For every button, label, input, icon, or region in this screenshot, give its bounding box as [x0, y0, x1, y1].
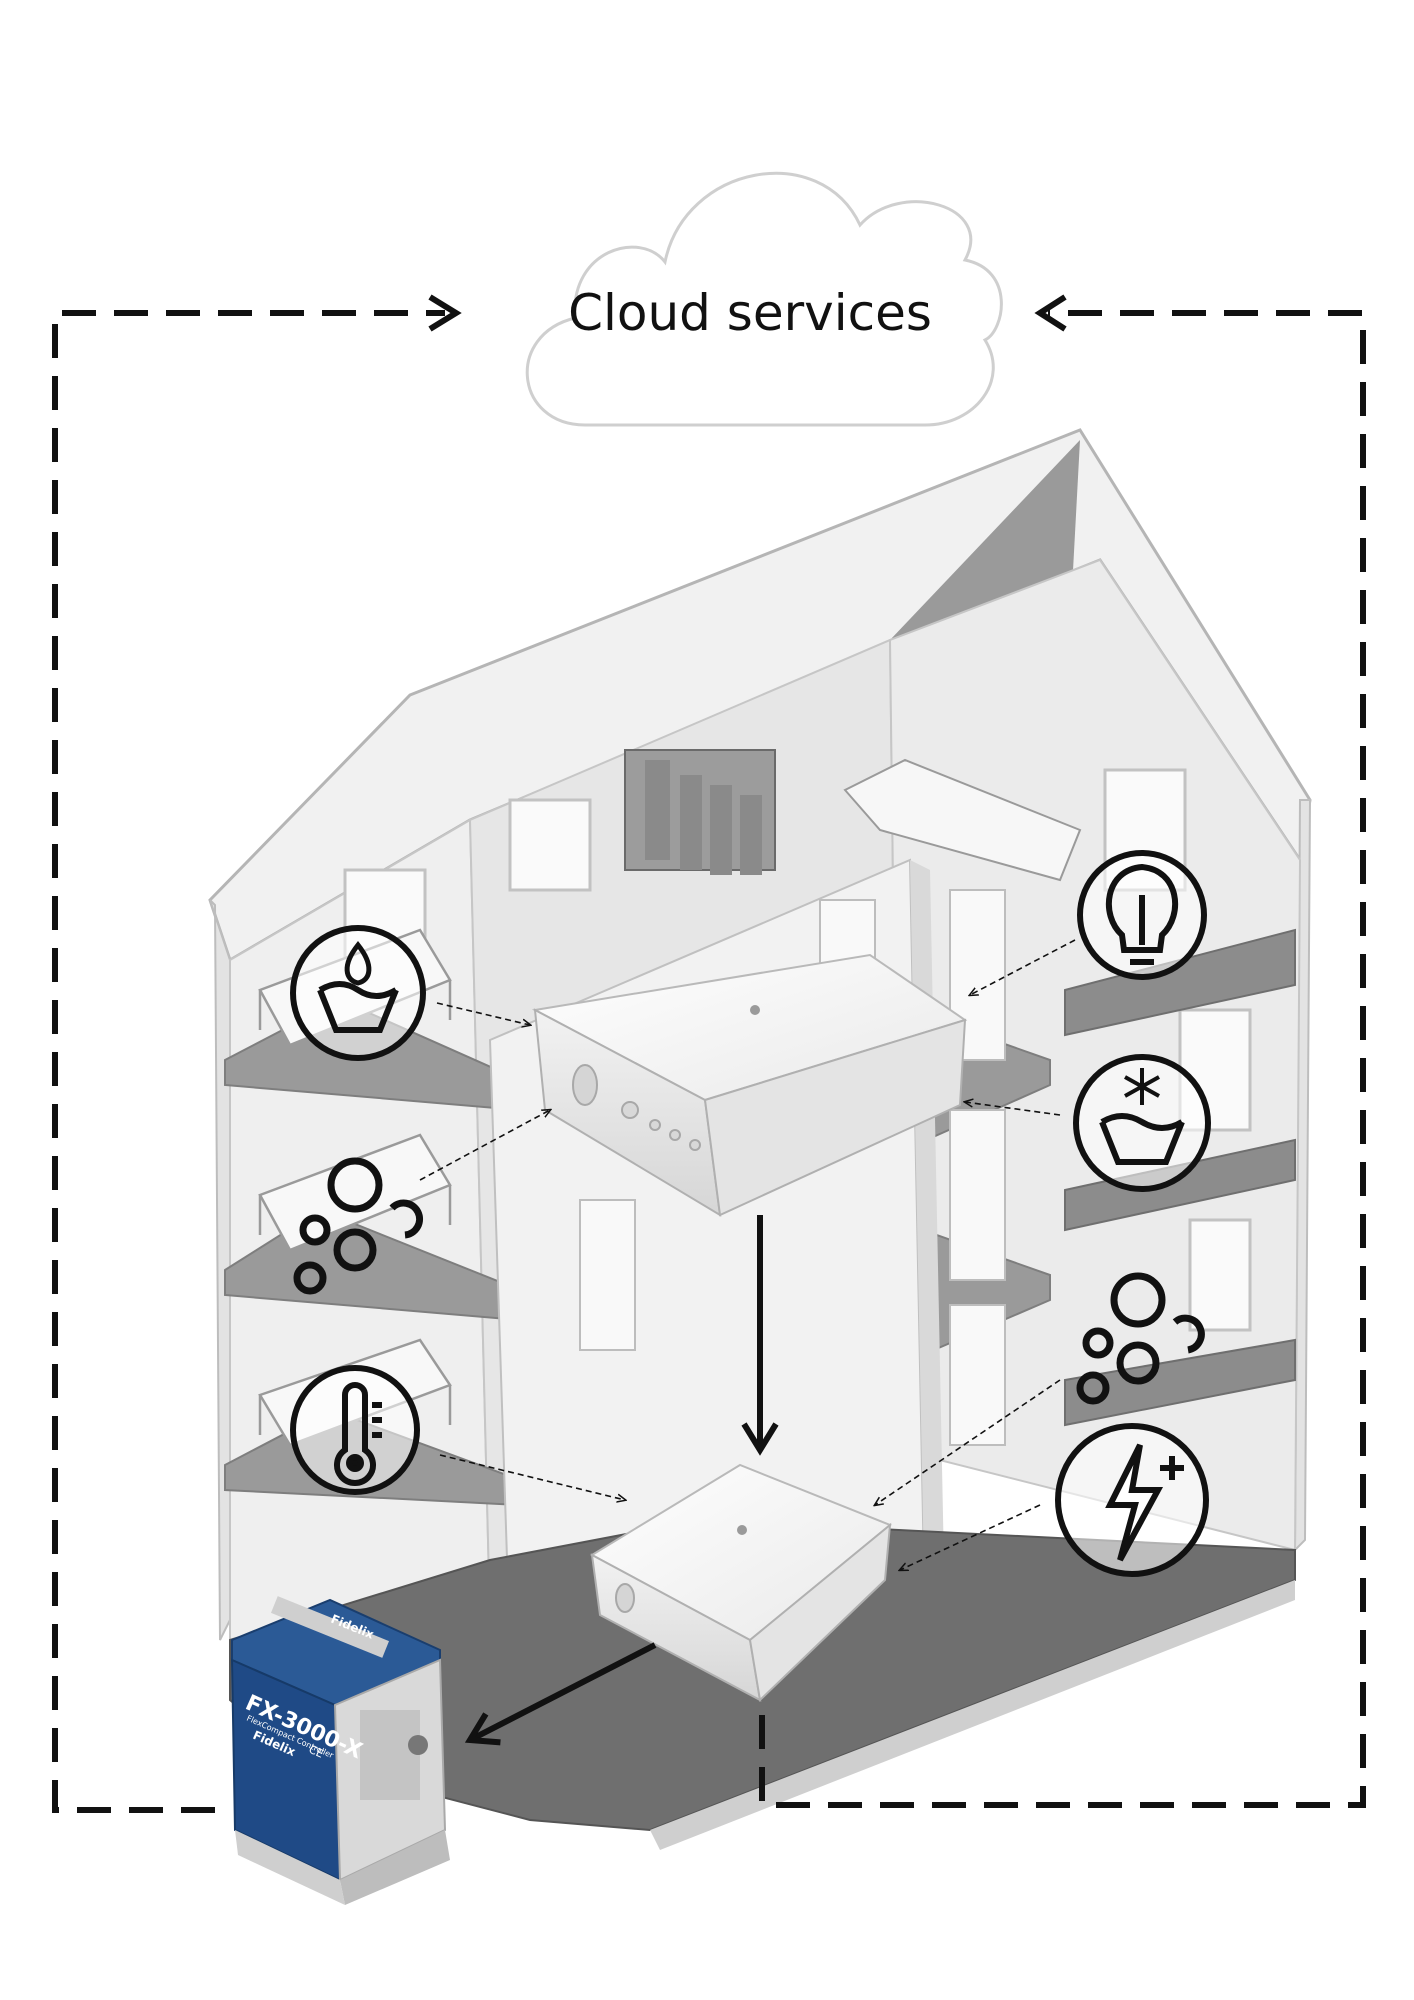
door [949, 1304, 1006, 1446]
kitchen-unit [624, 749, 776, 875]
door [949, 1109, 1006, 1281]
qr-code [312, 1958, 336, 2000]
sensor-links [419, 939, 1076, 1570]
hot-water-icon [290, 925, 426, 1061]
energy-icon [1055, 1423, 1209, 1577]
wireless-gateway-upper [531, 953, 968, 1217]
status-led [737, 1525, 747, 1535]
cold-water-icon [1073, 1054, 1211, 1192]
controller-ce-mark: CE [307, 1743, 326, 1761]
status-led [750, 1005, 760, 1015]
arrow-gateway-to-controller [464, 1642, 657, 1746]
temperature-icon [290, 1365, 420, 1495]
floor-slab [1064, 1138, 1296, 1232]
cloud-label: Cloud services [568, 284, 932, 342]
wireless-gateway-lower [589, 1463, 892, 1703]
door [579, 1199, 636, 1351]
lighting-icon [1077, 850, 1207, 980]
cloud-shape [525, 171, 1003, 427]
ground-floor-front [650, 1580, 1295, 1850]
air-quality-icon [293, 1157, 424, 1295]
window [508, 798, 592, 892]
air-quality-icon [1076, 1272, 1205, 1405]
arrow-head-right [1034, 294, 1067, 332]
floor-slab [1064, 1338, 1296, 1427]
controller-device: FX-3000-X FlexCompact Controller Fidelix… [230, 1596, 450, 2000]
window [1188, 1218, 1252, 1332]
network-loop-left [52, 310, 445, 1813]
network-loop-right [759, 310, 1366, 1808]
arrow-head-left [428, 294, 462, 332]
sofa [843, 758, 1082, 882]
floor-slab [1064, 928, 1296, 1037]
